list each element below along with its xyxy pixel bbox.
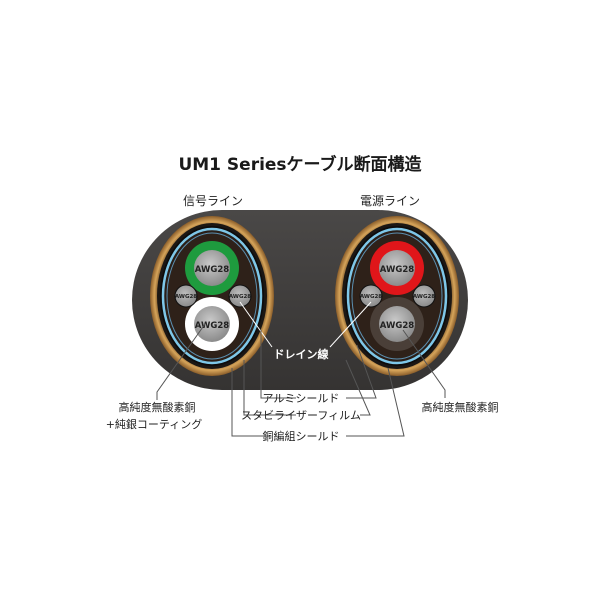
- stabilizer-film-right: [345, 226, 449, 366]
- drain-wire-left-a: [174, 284, 198, 308]
- signal-core: AWG28 AWG28 AWG28 AWG28: [150, 216, 274, 376]
- power-core: AWG28 AWG28 AWG28 AWG28: [335, 216, 459, 376]
- drain-awg-right-a: AWG28: [360, 294, 382, 300]
- drain-awg-right-b: AWG28: [413, 294, 435, 300]
- drain-awg-left-b: AWG28: [229, 294, 251, 300]
- left-conductor-label-line2: +純銀コーティング: [106, 417, 203, 431]
- copper-braid-shield-label: 銅編組シールド: [263, 429, 340, 443]
- conductor-right-bottom: [379, 306, 415, 342]
- signal-line-header: 信号ライン: [183, 194, 243, 208]
- awg-label-left-top: AWG28: [195, 265, 229, 275]
- drain-wire-callouts: [239, 301, 372, 348]
- awg-label-right-top: AWG28: [380, 265, 414, 275]
- page-title: UM1 Seriesケーブル断面構造: [178, 154, 422, 175]
- awg-label-right-bottom: AWG28: [380, 321, 414, 331]
- right-conductor-label: 高純度無酸素銅: [422, 400, 499, 414]
- conductor-right-top: [379, 250, 415, 286]
- conductor-left-bottom: [194, 306, 230, 342]
- drain-wire-left-b: [228, 284, 252, 308]
- drain-wire-right-b: [412, 284, 436, 308]
- stabilizer-film-label: スタビライザーフィルム: [241, 409, 361, 422]
- drain-wire-right-a: [359, 284, 383, 308]
- conductor-left-top: [194, 250, 230, 286]
- drain-wire-label: ドレイン線: [274, 347, 329, 361]
- awg-label-left-bottom: AWG28: [195, 321, 229, 331]
- left-conductor-label-line1: 高純度無酸素銅: [119, 400, 196, 414]
- power-line-header: 電源ライン: [360, 194, 420, 208]
- label-callouts: [156, 323, 446, 437]
- drain-awg-left-a: AWG28: [175, 294, 197, 300]
- aluminum-shield-label: アルミシールド: [263, 392, 340, 405]
- stabilizer-film-left: [160, 226, 264, 366]
